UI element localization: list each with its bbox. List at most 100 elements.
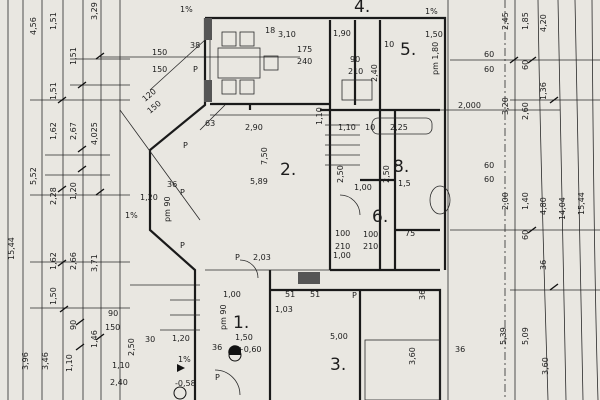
dimension-label: 1,10	[315, 107, 324, 125]
dimension-label: 2,28	[49, 187, 58, 205]
dimension-label: 1,51	[49, 12, 58, 30]
right-dimension-lines	[440, 0, 600, 400]
dimension-label: 1,20	[69, 182, 78, 200]
left-dimension-lines	[7, 0, 300, 400]
dimension-label: 90	[108, 309, 118, 318]
dimension-label: 150	[152, 65, 167, 74]
dimension-label: 1,40	[521, 192, 530, 210]
dimension-label: 5,52	[29, 167, 38, 185]
door-swing	[214, 194, 361, 396]
dimension-label: 60	[484, 161, 494, 170]
walls	[119, 16, 447, 400]
dimension-label: 10	[384, 40, 394, 49]
dimension-label: 2,03	[253, 253, 271, 262]
dimension-label: 3,60	[408, 347, 417, 365]
pier-label: P	[183, 141, 188, 150]
dimension-label: 60	[484, 50, 494, 59]
pier-label: P	[180, 188, 185, 197]
chair	[263, 55, 279, 71]
chair	[221, 79, 237, 95]
dining-table	[217, 47, 261, 79]
wall-column	[204, 80, 212, 102]
slope-label: 1%	[425, 7, 438, 16]
dimension-label: 51	[285, 290, 295, 299]
sink	[341, 79, 373, 101]
dimension-label: pm 90	[163, 196, 172, 222]
dimension-label: 1,00	[333, 251, 351, 260]
dimension-label: 1,36	[539, 82, 548, 100]
dimension-label: 100	[335, 229, 350, 238]
dimension-label: 63	[205, 119, 215, 128]
dimension-label: 1,10	[65, 354, 74, 372]
wall-column	[298, 272, 320, 284]
bathtub	[371, 117, 433, 135]
dimension-label: 1,00	[354, 183, 372, 192]
dimension-label: 2,90	[245, 123, 263, 132]
dimension-label: 3,96	[21, 352, 30, 370]
dimension-label: 4,025	[90, 122, 99, 145]
dimension-label: 1,50	[425, 30, 443, 39]
dimension-label: 1,51	[49, 82, 58, 100]
slope-label: 1%	[180, 5, 193, 14]
room-label: 8.	[393, 157, 409, 177]
dimension-label: 15,44	[7, 237, 16, 260]
dimension-label: 2,40	[370, 64, 379, 82]
chair	[221, 31, 237, 47]
dimension-label: 1,62	[49, 122, 58, 140]
dimension-label: 1,00	[223, 290, 241, 299]
room-label: 4.	[354, 0, 370, 17]
dimension-label: 3,46	[41, 352, 50, 370]
dimension-label: 240	[297, 57, 312, 66]
dimension-label: 5,89	[250, 177, 268, 186]
dimension-label: 2,00	[501, 192, 510, 210]
dimension-label: 3,20	[501, 97, 510, 115]
dimension-label: 90	[350, 55, 360, 64]
slope-label: 1%	[178, 355, 191, 364]
dimension-label: 1,51	[69, 47, 78, 65]
dimension-label: 5,00	[330, 332, 348, 341]
dimension-label: 5,09	[521, 327, 530, 345]
dimension-label: 3,10	[278, 30, 296, 39]
dimension-label: 3,60	[541, 357, 550, 375]
dimension-label: 3,71	[90, 254, 99, 272]
dimension-label: 36	[455, 345, 465, 354]
room-label: 6.	[372, 207, 388, 227]
dimension-label: 1,5	[398, 179, 411, 188]
level-label: -0,58	[175, 379, 196, 388]
dimension-label: 2,50	[336, 165, 345, 183]
dimension-label: 1,03	[275, 305, 293, 314]
dimension-label: 60	[484, 175, 494, 184]
dimension-label: 4,56	[29, 17, 38, 35]
dimension-label: 36	[212, 343, 222, 352]
dimension-label: pm 90	[219, 304, 228, 330]
room-label: 5.	[400, 40, 416, 60]
pier-label: P	[193, 65, 198, 74]
dimension-label: 150	[152, 48, 167, 57]
dimension-label: 18	[265, 26, 275, 35]
dimension-label: 2,60	[521, 102, 530, 120]
vertical-dimensions-right: 2,45 1,85 4,20 60 1,36 3,20 2,60 2,00 1,…	[408, 12, 586, 375]
room-label: 3.	[330, 355, 346, 375]
dimension-label: 100	[363, 230, 378, 239]
dimension-label: 2,40	[110, 378, 128, 387]
stairs	[160, 124, 360, 331]
chair	[239, 79, 255, 95]
dimension-label: 60	[484, 65, 494, 74]
furniture	[160, 31, 451, 400]
dimension-label: 3,29	[90, 2, 99, 20]
dimension-label: 30	[145, 335, 155, 344]
vertical-dimensions-left: 4,56 1,51 3,29 1,51 1,51 1,62 2,67 4,025…	[7, 2, 440, 372]
dimension-label: 51	[310, 290, 320, 299]
dimension-label: 210	[335, 242, 350, 251]
dimension-label: 1,90	[333, 29, 351, 38]
dimension-label: 2,25	[390, 123, 408, 132]
dimension-label: 14,04	[558, 197, 567, 220]
dimension-label: 36	[167, 180, 177, 189]
dimension-label: 60	[521, 230, 530, 240]
pier-label: P	[352, 291, 357, 300]
level-markers	[173, 345, 242, 400]
horizontal-dimensions: 150 150 120 150 2,90 63 5,89 3,10 175 24…	[105, 5, 494, 388]
dimension-label: 38	[190, 41, 200, 50]
dimension-label: 60	[521, 60, 530, 70]
